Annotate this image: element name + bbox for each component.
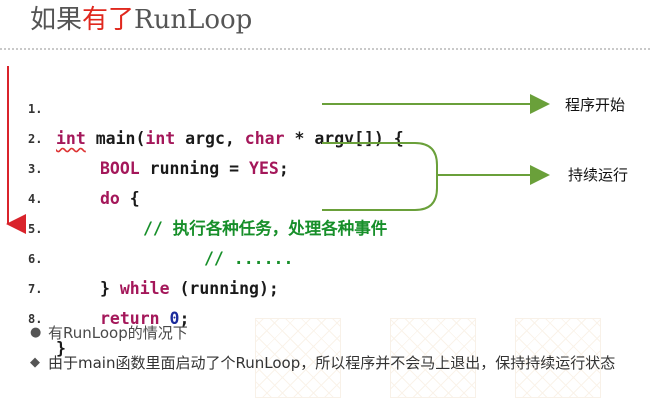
code-text: } (56, 339, 66, 358)
bullet-list: ● 有RunLoop的情况下 ◆ 由于main函数里面启动了个RunLoop，所… (30, 320, 645, 376)
code-line-1: 1. int main(int argc, char * argv[]) { (0, 64, 404, 148)
title-accent: 有了 (82, 5, 135, 35)
code-text: ; (278, 159, 289, 178)
code-comment: // ...... (204, 249, 294, 268)
bullet-item: ◆ 由于main函数里面启动了个RunLoop，所以程序并不会马上退出，保持持续… (30, 350, 645, 376)
code-text: argc, (175, 129, 245, 148)
label-program-start: 程序开始 (565, 96, 626, 114)
line-number: 2. (28, 132, 43, 146)
num-zero: 0 (169, 309, 180, 328)
code-line-6: 6. } while (running); (0, 214, 279, 298)
code-line-3: 3. do { (0, 124, 140, 208)
code-line-2: 2. BOOL running = YES; (0, 94, 289, 178)
code-text: main( (85, 129, 146, 148)
title-divider (0, 48, 650, 50)
code-text: running = (139, 159, 250, 178)
kw-do: do (100, 189, 120, 208)
kw-int: int (56, 129, 86, 148)
code-text: (running); (169, 279, 279, 298)
kw-int: int (145, 129, 176, 148)
kw-while: while (119, 279, 170, 298)
label-keep-running: 持续运行 (568, 166, 629, 184)
code-text: { (119, 189, 140, 208)
kw-yes: YES (249, 159, 279, 178)
kw-char: char (244, 129, 285, 148)
bullet-text: 由于main函数里面启动了个RunLoop，所以程序并不会马上退出，保持持续运行… (48, 354, 616, 372)
code-line-8: 8. } (0, 274, 66, 358)
line-number: 8. (28, 312, 43, 326)
code-line-7: 7. return 0; (0, 244, 189, 328)
code-text: ; (179, 309, 190, 328)
line-number: 3. (28, 162, 43, 176)
bullet-diamond-icon: ◆ (30, 355, 40, 370)
code-block: 1. int main(int argc, char * argv[]) { 2… (0, 62, 650, 358)
bullet-dot-icon: ● (30, 325, 42, 340)
watermark-pattern (390, 318, 476, 398)
code-line-4: 4. // 执行各种任务，处理各种事件 (0, 154, 387, 238)
line-number: 1. (28, 102, 43, 116)
code-line-5: 5. // ...... (0, 184, 293, 268)
watermark-pattern (255, 318, 341, 398)
line-number: 4. (28, 192, 43, 206)
code-text: * argv[]) { (284, 129, 404, 148)
kw-return: return (100, 309, 160, 328)
kw-bool: BOOL (100, 159, 140, 178)
code-text: } (100, 279, 120, 298)
watermark-pattern (515, 318, 601, 398)
title-suffix: RunLoop (134, 5, 253, 35)
bullet-item: ● 有RunLoop的情况下 (30, 320, 645, 346)
title-prefix: 如果 (30, 5, 83, 35)
bullet-text: 有RunLoop的情况下 (48, 324, 188, 342)
line-number: 5. (28, 222, 43, 236)
line-number: 6. (28, 252, 43, 266)
slide-title: 如果有了RunLoop (30, 0, 252, 40)
code-comment: // 执行各种任务，处理各种事件 (143, 219, 388, 238)
line-number: 7. (28, 282, 43, 296)
